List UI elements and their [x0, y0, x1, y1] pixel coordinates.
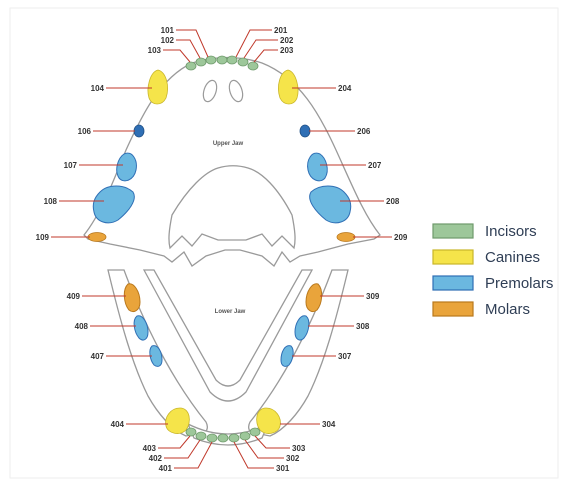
- label-201: 201: [274, 26, 288, 35]
- label-403: 403: [143, 444, 157, 453]
- label-401: 401: [159, 464, 173, 473]
- label-204: 204: [338, 84, 352, 93]
- tooth-103: [186, 62, 196, 70]
- label-304: 304: [322, 420, 336, 429]
- legend-item-canines: Canines: [433, 249, 540, 266]
- label-209: 209: [394, 233, 408, 242]
- tooth-401: [207, 434, 217, 442]
- label-307: 307: [338, 352, 352, 361]
- label-302: 302: [286, 454, 300, 463]
- tooth-303b: [250, 428, 260, 436]
- label-407: 407: [91, 352, 105, 361]
- label-308: 308: [356, 322, 370, 331]
- label-408: 408: [75, 322, 89, 331]
- legend-label-incisors: Incisors: [485, 223, 537, 240]
- label-409: 409: [67, 292, 81, 301]
- label-303: 303: [292, 444, 306, 453]
- label-107: 107: [64, 161, 78, 170]
- legend-item-incisors: Incisors: [433, 223, 537, 240]
- tooth-206: [300, 125, 310, 137]
- tooth-109: [88, 233, 106, 242]
- legend-swatch-canines: [433, 250, 473, 264]
- tooth-203: [238, 58, 248, 66]
- tooth-102: [196, 58, 206, 66]
- label-101: 101: [161, 26, 175, 35]
- label-103: 103: [148, 46, 162, 55]
- label-309: 309: [366, 292, 380, 301]
- label-106: 106: [78, 127, 92, 136]
- label-108: 108: [44, 197, 58, 206]
- label-207: 207: [368, 161, 382, 170]
- legend-swatch-premolars: [433, 276, 473, 290]
- label-202: 202: [280, 36, 294, 45]
- label-206: 206: [357, 127, 371, 136]
- lower-jaw-label: Lower Jaw: [215, 309, 246, 315]
- label-104: 104: [91, 84, 105, 93]
- tooth-302: [229, 434, 239, 442]
- label-109: 109: [36, 233, 50, 242]
- legend-label-canines: Canines: [485, 249, 540, 266]
- label-102: 102: [161, 36, 175, 45]
- legend-swatch-molars: [433, 302, 473, 316]
- legend-label-molars: Molars: [485, 301, 530, 318]
- tooth-202: [227, 56, 237, 64]
- label-402: 402: [149, 454, 163, 463]
- label-301: 301: [276, 464, 290, 473]
- legend-swatch-incisors: [433, 224, 473, 238]
- upper-jaw-label: Upper Jaw: [213, 141, 244, 147]
- tooth-303: [240, 432, 250, 440]
- tooth-201: [217, 56, 227, 64]
- tooth-203b: [248, 62, 258, 70]
- label-208: 208: [386, 197, 400, 206]
- tooth-106: [134, 125, 144, 137]
- label-203: 203: [280, 46, 294, 55]
- tooth-209: [337, 233, 355, 242]
- legend-item-premolars: Premolars: [433, 275, 553, 292]
- tooth-101: [206, 56, 216, 64]
- tooth-403: [186, 428, 196, 436]
- legend-label-premolars: Premolars: [485, 275, 553, 292]
- tooth-402: [196, 432, 206, 440]
- label-404: 404: [111, 420, 125, 429]
- tooth-301: [218, 434, 228, 442]
